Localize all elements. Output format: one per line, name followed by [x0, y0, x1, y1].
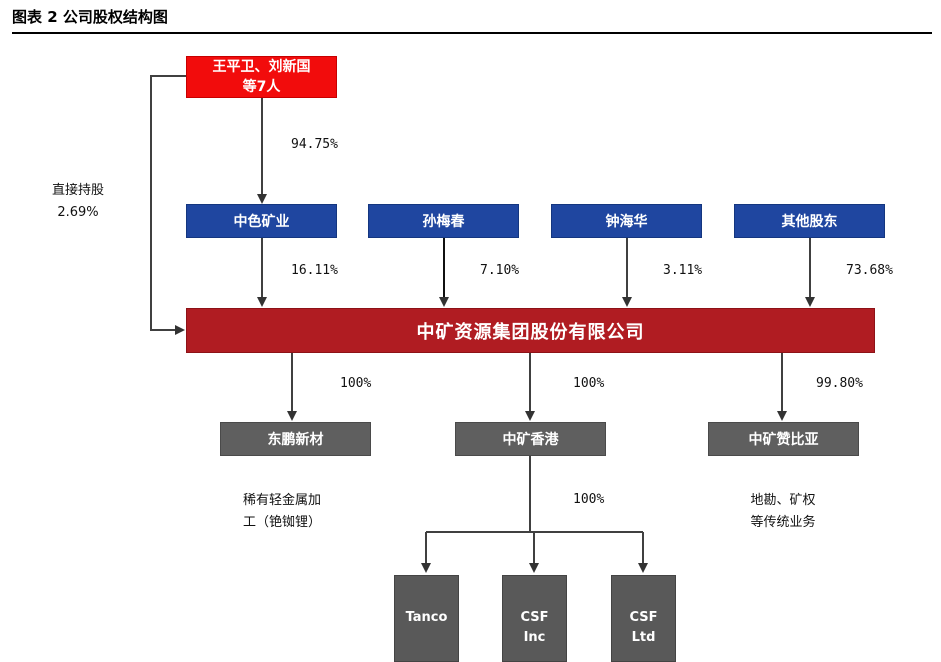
- pct-sun: 7.10%: [480, 263, 520, 278]
- pct-dongpeng: 100%: [340, 376, 372, 391]
- node-top-holder: 王平卫、刘新国 等7人: [186, 56, 337, 98]
- pct-zhongse: 16.11%: [291, 263, 338, 278]
- node-tanco: Tanco: [394, 575, 459, 662]
- pct-other: 73.68%: [846, 263, 893, 278]
- node-zhong-haihua: 钟海华: [551, 204, 702, 238]
- node-zhongse-mining: 中色矿业: [186, 204, 337, 238]
- chart-title: 图表 2 公司股权结构图: [12, 8, 168, 26]
- title-rule: [12, 32, 932, 34]
- desc-zambia: 地勘、矿权 等传统业务: [750, 493, 816, 530]
- node-sun-meichun: 孙梅春: [368, 204, 519, 238]
- pct-top-to-zhongse: 94.75%: [291, 137, 338, 152]
- node-zambia: 中矿赞比亚: [708, 422, 859, 456]
- pct-hk-children: 100%: [573, 492, 605, 507]
- node-csf-inc: CSF Inc: [502, 575, 567, 662]
- pct-zambia: 99.80%: [816, 376, 863, 391]
- node-hk: 中矿香港: [455, 422, 606, 456]
- node-other-shareholders: 其他股东: [734, 204, 885, 238]
- node-company: 中矿资源集团股份有限公司: [186, 308, 875, 353]
- label-direct-holding: 直接持股 2.69%: [51, 183, 104, 220]
- arrow-direct-holding: [150, 75, 186, 335]
- desc-dongpeng: 稀有轻金属加 工（铯铷锂）: [242, 493, 321, 530]
- node-csf-ltd: CSF Ltd: [611, 575, 676, 662]
- pct-zhong: 3.11%: [663, 263, 703, 278]
- node-dongpeng: 东鹏新材: [220, 422, 371, 456]
- pct-hk: 100%: [573, 376, 605, 391]
